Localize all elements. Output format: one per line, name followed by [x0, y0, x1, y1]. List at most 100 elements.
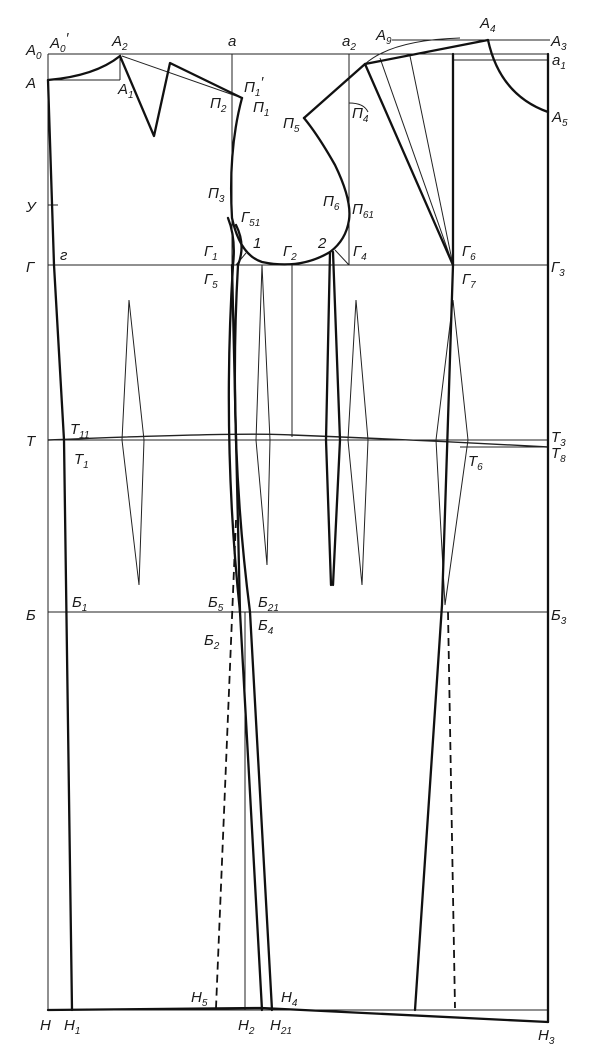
label-letter: Г: [204, 271, 214, 288]
label-subscript: 8: [560, 454, 566, 465]
label-subscript: 11: [79, 430, 89, 441]
label-letter: Н: [191, 989, 202, 1006]
label-a1: A1: [117, 81, 134, 101]
label-letter: A: [479, 15, 490, 32]
label-subscript: 3: [549, 1036, 555, 1047]
label-g: г: [60, 247, 68, 264]
label-h2: Н2: [238, 1017, 255, 1037]
label-letter: Б: [258, 617, 268, 634]
label-a4: A4: [479, 15, 496, 35]
label-subscript: 6: [470, 252, 476, 263]
hem-outline: [46, 1006, 550, 1024]
label-g51: Г51: [241, 209, 260, 229]
label-letter: П: [283, 115, 294, 132]
label-letter: A: [49, 35, 60, 52]
back-dart-helper-3: [409, 55, 454, 266]
label-p5: П5: [283, 115, 300, 135]
label-p4: П4: [352, 105, 369, 125]
label-g: Г: [26, 259, 36, 276]
label-h5: Н5: [191, 989, 208, 1009]
side-panel-front: [230, 263, 242, 614]
label-letter: Г: [241, 209, 251, 226]
label-letter: Б: [551, 607, 561, 624]
label-subscript: 4: [268, 626, 274, 637]
label-subscript: 2: [220, 104, 227, 115]
label-a0p: A0′: [49, 30, 70, 55]
label-b4: Б4: [258, 617, 274, 637]
label-subscript: 3: [561, 42, 567, 53]
label-subscript: 2: [248, 1026, 255, 1037]
label-letter: 1: [253, 235, 261, 252]
label-letter: П: [323, 193, 334, 210]
label-b3: Б3: [551, 607, 567, 627]
label-subscript: 5: [562, 118, 568, 129]
label-subscript: 4: [363, 114, 369, 125]
label-subscript: 21: [280, 1026, 292, 1037]
label-letter: У: [25, 199, 37, 216]
label-letter: П: [208, 185, 219, 202]
label-letter: Б: [208, 594, 218, 611]
label-subscript: 4: [292, 998, 298, 1009]
label-p1: П1: [253, 99, 269, 119]
label-t1: Т1: [74, 451, 89, 471]
back-neck-construction-arc: [364, 37, 461, 65]
label-a1: a1: [552, 52, 566, 72]
label-letter: Н: [281, 989, 292, 1006]
label-g6: Г6: [462, 243, 476, 263]
label-letter: Н: [40, 1017, 51, 1034]
label-letter: Б: [204, 632, 214, 649]
label-letter: a: [228, 33, 236, 50]
front-shoulder-dart: [118, 54, 244, 138]
g4-dart-mark: [334, 249, 350, 266]
label-letter: Т: [26, 433, 37, 450]
dashed-back-line: [447, 611, 456, 1009]
label-subscript: 3: [560, 438, 566, 449]
label-letter: Б: [72, 594, 82, 611]
label-letter: Б: [258, 594, 268, 611]
label-subscript: 5: [212, 280, 218, 291]
label-subscript: 3: [559, 268, 565, 279]
front-neckline: [46, 54, 122, 82]
label-p1p: П1′: [244, 74, 264, 99]
label-b: Б: [26, 607, 36, 624]
label-n1: 1: [253, 235, 261, 252]
back-shoulder-dart: [363, 52, 455, 267]
label-letter: Т: [551, 429, 562, 446]
label-t: Т: [26, 433, 37, 450]
label-letter: г: [60, 247, 68, 264]
front-waist-dart: [121, 299, 145, 586]
label-a: a: [228, 33, 236, 50]
label-h3: Н3: [538, 1027, 555, 1047]
center-front-line: [46, 78, 74, 1012]
label-letter: 2: [317, 235, 327, 252]
label-g2: Г2: [283, 243, 297, 263]
back-skirt-line: [413, 263, 455, 1012]
label-letter: a: [552, 52, 560, 69]
darts: [121, 264, 469, 606]
label-letter: Г: [551, 259, 561, 276]
label-subscript: 1: [264, 108, 270, 119]
label-letter: Г: [353, 243, 363, 260]
label-subscript: 5: [294, 124, 300, 135]
label-a2: a2: [342, 33, 356, 53]
label-subscript: 9: [386, 36, 392, 47]
waist-curve-line: [47, 433, 549, 448]
label-letter: A: [25, 42, 36, 59]
label-b21: Б21: [258, 594, 279, 614]
label-subscript: 1: [212, 252, 218, 263]
label-subscript: 5: [218, 603, 224, 614]
label-h: Н: [40, 1017, 51, 1034]
label-letter: Н: [538, 1027, 549, 1044]
label-subscript: 2: [121, 42, 128, 53]
label-letter: A: [111, 33, 122, 50]
label-letter: П: [352, 201, 363, 218]
label-b1: Б1: [72, 594, 87, 614]
back-shoulder-line: [302, 38, 490, 120]
label-h21: Н21: [270, 1017, 292, 1037]
label-p61: П61: [352, 201, 374, 221]
label-letter: A: [375, 27, 386, 44]
label-t6: Т6: [468, 453, 483, 473]
label-subscript: 2: [213, 641, 220, 652]
label-letter: Г: [26, 259, 36, 276]
label-a0: A0: [25, 42, 42, 62]
